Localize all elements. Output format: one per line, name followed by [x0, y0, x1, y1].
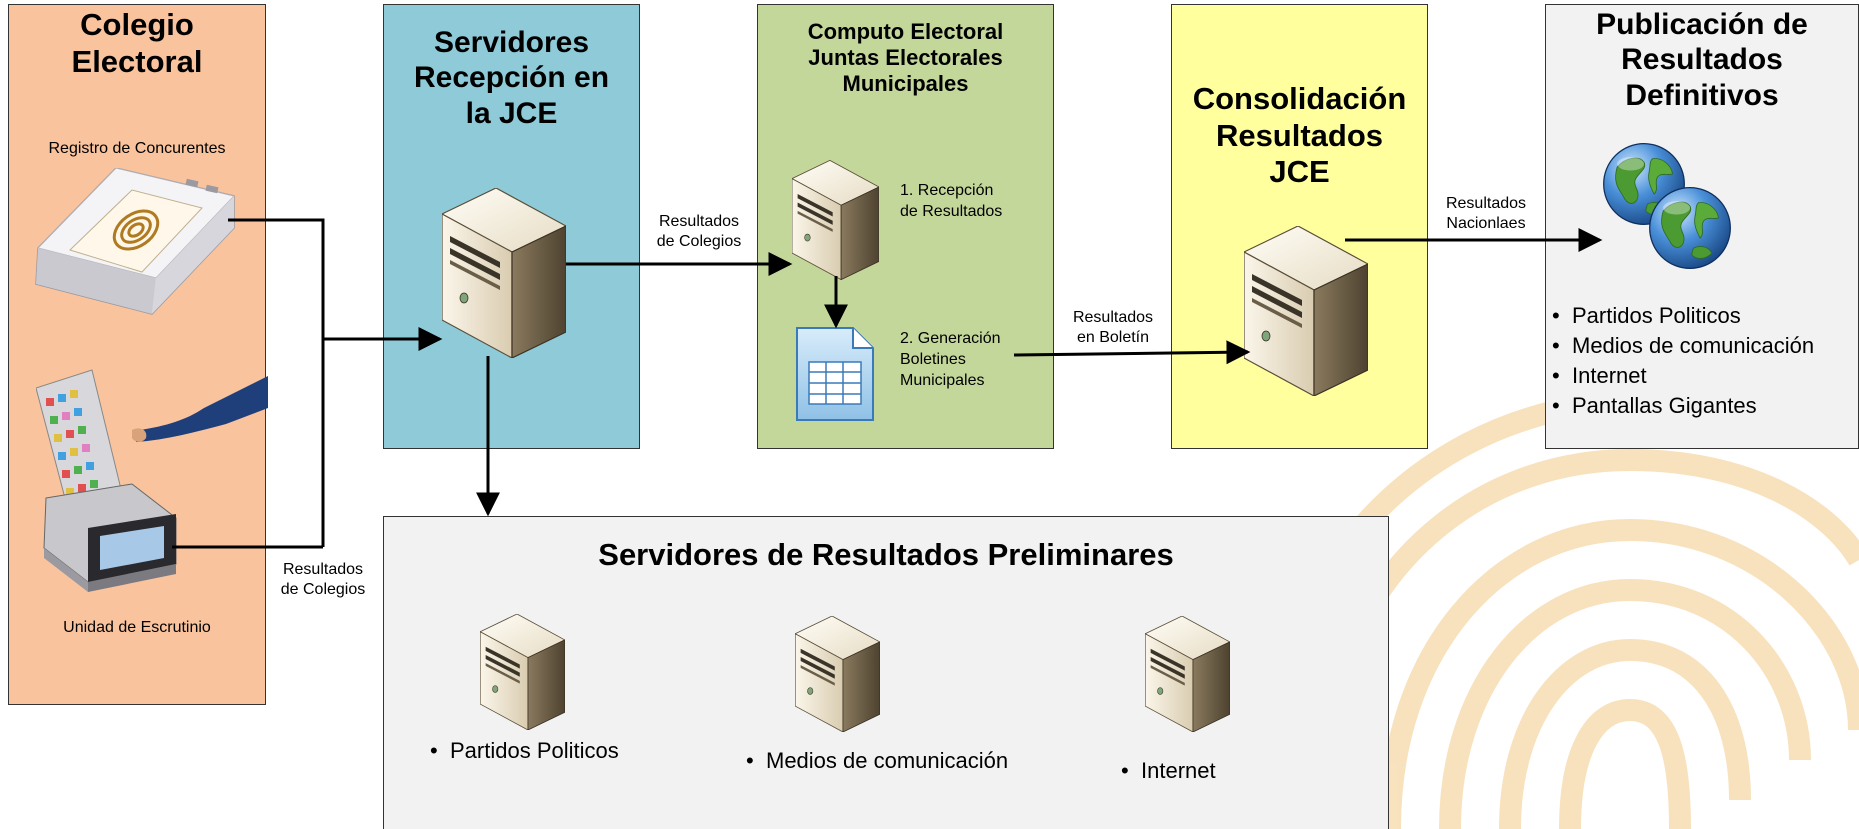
label-resultados-colegios-mid: Resultados de Colegios — [656, 213, 742, 250]
registro-label: Registro de Concurentes — [48, 140, 226, 157]
step-generacion: 2. Generación Boletines Municipales — [900, 330, 1001, 389]
publicacion-item: Medios de comunicación — [1550, 331, 1814, 361]
preliminares-title: Servidores de Resultados Preliminares — [598, 537, 1174, 572]
line-registro — [228, 218, 325, 547]
colegio-electoral-title: Colegio Electoral — [71, 7, 203, 79]
recepcion-box: Servidores Recepción en la JCE — [383, 4, 640, 449]
preliminares-list-1: Partidos Politicos — [428, 738, 619, 764]
label-resultados-nacionales: Resultados Nacionlaes — [1445, 195, 1527, 232]
arrow-to-consolidacion — [1013, 340, 1251, 365]
preliminares-item: Medios de comunicación — [744, 748, 1008, 774]
preliminares-item: Partidos Politicos — [428, 738, 619, 764]
fingerprint-device-icon — [35, 168, 235, 315]
label-resultados-colegios-left: Resultados de Colegios — [280, 561, 366, 598]
colegio-electoral-box: Colegio Electoral Registro de Concurente… — [8, 4, 266, 705]
computo-title: Computo Electoral Juntas Electorales Mun… — [807, 19, 1004, 96]
preliminares-list-2: Medios de comunicación — [744, 748, 1008, 774]
publicacion-title: Publicación de Resultados Definitivos — [1596, 8, 1808, 112]
preliminares-list-3: Internet — [1119, 758, 1216, 784]
step-recepcion: 1. Recepción de Resultados — [900, 182, 1003, 220]
preliminares-item: Internet — [1119, 758, 1216, 784]
publicacion-item: Pantallas Gigantes — [1550, 391, 1814, 421]
consolidacion-title: Consolidación Resultados JCE — [1192, 81, 1407, 190]
publicacion-item: Internet — [1550, 361, 1814, 391]
publicacion-item: Partidos Politicos — [1550, 301, 1814, 331]
publicacion-list: Partidos Politicos Medios de comunicació… — [1550, 301, 1814, 421]
unidad-label: Unidad de Escrutinio — [63, 619, 211, 636]
publicacion-box: Publicación de Resultados Definitivos Pa… — [1545, 4, 1859, 449]
label-resultados-boletin: Resultados en Boletín — [1072, 309, 1154, 346]
spreadsheet-document-icon — [796, 327, 874, 421]
ballot-scanner-icon — [36, 369, 268, 592]
recepcion-title: Servidores Recepción en la JCE — [413, 26, 610, 130]
